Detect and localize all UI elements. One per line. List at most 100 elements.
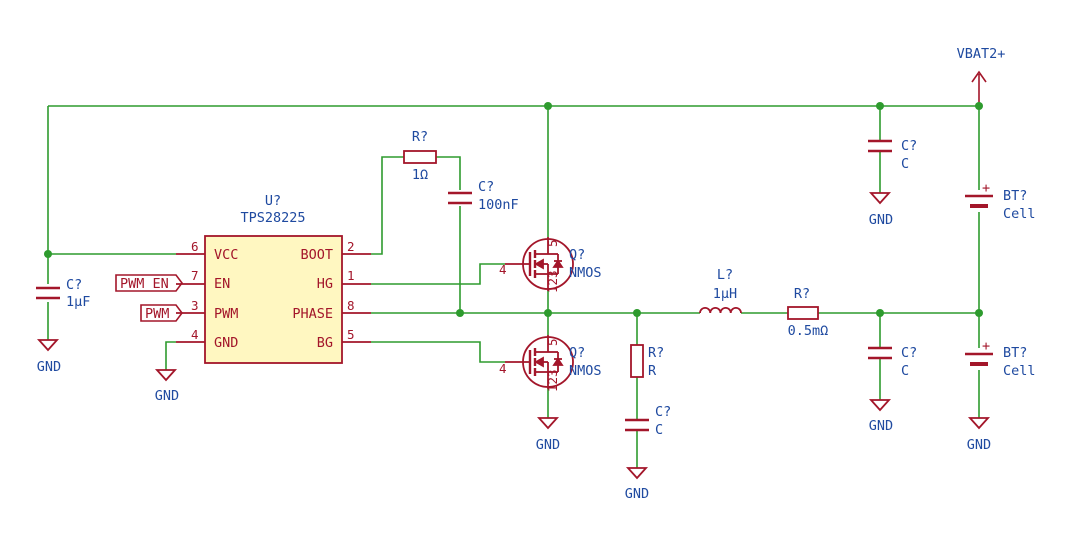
ic-tps28225: U? TPS28225 VCC EN PWM GND BOOT HG PHASE… bbox=[191, 193, 355, 364]
c-boot-ref: C? bbox=[478, 179, 494, 195]
junctions bbox=[44, 102, 983, 317]
ic-pin-num-3: 3 bbox=[191, 298, 199, 313]
c-vcc-value: 1µF bbox=[66, 294, 90, 310]
q-low-value: NMOS bbox=[569, 363, 602, 379]
cap-c-snub bbox=[625, 418, 649, 432]
ic-ref: U? bbox=[265, 193, 281, 209]
ic-pin-name-en: EN bbox=[214, 276, 230, 292]
q-low-source-pin: 123 bbox=[545, 369, 560, 392]
inductor-coil bbox=[699, 307, 742, 314]
c-snub-ref: C? bbox=[655, 404, 671, 420]
ic-pin-name-boot: BOOT bbox=[300, 247, 333, 263]
r-boot-ref: R? bbox=[412, 129, 428, 145]
gnd-label-bt: GND bbox=[967, 437, 991, 453]
bt-top-plus: + bbox=[982, 180, 990, 196]
gnd-label-ic: GND bbox=[155, 388, 179, 404]
inductor-ref: L? bbox=[717, 267, 733, 283]
c-snub-value: C bbox=[655, 422, 663, 438]
wire-6 bbox=[436, 156, 461, 190]
ic-pin-num-2: 2 bbox=[347, 239, 355, 254]
resistor-r-snub bbox=[630, 344, 644, 378]
c-top-value: C bbox=[901, 156, 909, 172]
label-pwm-en-text: PWM_EN bbox=[120, 276, 169, 292]
r-sense-ref: R? bbox=[794, 286, 810, 302]
wire-12 bbox=[371, 341, 505, 363]
nmos-q-low bbox=[505, 335, 574, 389]
q-high-drain-pin: 5 bbox=[545, 239, 560, 247]
gnd-symbol-cout bbox=[868, 399, 892, 412]
junction-dot-5 bbox=[544, 309, 552, 317]
wire-1 bbox=[47, 106, 176, 255]
bt-top-value: Cell bbox=[1003, 206, 1036, 222]
ic-pin-name-hg: HG bbox=[317, 276, 333, 292]
junction-dot-1 bbox=[876, 102, 884, 110]
c-top-ref: C? bbox=[901, 138, 917, 154]
wires bbox=[47, 105, 980, 468]
power-vbat2: VBAT2+ bbox=[957, 46, 1006, 106]
q-high-gate-pin: 4 bbox=[499, 262, 507, 277]
junction-dot-3 bbox=[44, 250, 52, 258]
ic-pin-num-4: 4 bbox=[191, 327, 199, 342]
label-pwm: PWM bbox=[140, 304, 183, 322]
resistor-r-sense bbox=[787, 306, 819, 320]
ic-pin-num-7: 7 bbox=[191, 268, 199, 283]
bt-top-ref: BT? bbox=[1003, 188, 1027, 204]
ic-body bbox=[204, 235, 343, 364]
r-boot-value: 1Ω bbox=[412, 167, 428, 183]
gnd-label-cvcc: GND bbox=[37, 359, 61, 375]
ic-pin-name-vcc: VCC bbox=[214, 247, 238, 263]
ic-pin-num-6: 6 bbox=[191, 239, 199, 254]
ic-pin-name-pwm: PWM bbox=[214, 306, 238, 322]
c-out-value: C bbox=[901, 363, 909, 379]
junction-dot-2 bbox=[975, 102, 983, 110]
gnd-symbol-qlow bbox=[536, 417, 560, 430]
ic-pin-name-gnd: GND bbox=[214, 335, 238, 351]
symbols bbox=[36, 139, 993, 480]
ic-pin-num-5: 5 bbox=[347, 327, 355, 342]
ic-pin-num-8: 8 bbox=[347, 298, 355, 313]
battery-bt-top bbox=[965, 194, 993, 208]
r-snub-value: R bbox=[648, 363, 657, 379]
bt-bot-value: Cell bbox=[1003, 363, 1036, 379]
gnd-symbol-snub bbox=[625, 467, 649, 480]
cap-c-top bbox=[868, 139, 892, 153]
battery-bt-bot bbox=[965, 352, 993, 366]
wire-8 bbox=[371, 263, 505, 285]
r-snub-ref: R? bbox=[648, 345, 664, 361]
gnd-label-ctop: GND bbox=[869, 212, 893, 228]
c-boot-value: 100nF bbox=[478, 197, 519, 213]
q-high-ref: Q? bbox=[569, 247, 585, 263]
vbat2-label: VBAT2+ bbox=[957, 46, 1006, 62]
junction-dot-7 bbox=[876, 309, 884, 317]
label-pwm-en: PWM_EN bbox=[115, 274, 183, 292]
label-pwm-text: PWM bbox=[145, 306, 169, 322]
gnd-label-cout: GND bbox=[869, 418, 893, 434]
junction-dot-8 bbox=[975, 309, 983, 317]
q-low-gate-pin: 4 bbox=[499, 361, 507, 376]
ic-pin-num-1: 1 bbox=[347, 268, 355, 283]
bt-bot-plus: + bbox=[982, 338, 990, 354]
ic-pin-name-bg: BG bbox=[317, 335, 333, 351]
junction-dot-0 bbox=[544, 102, 552, 110]
gnd-label-qlow: GND bbox=[536, 437, 560, 453]
ic-value: TPS28225 bbox=[240, 210, 305, 226]
ic-pin-name-phase: PHASE bbox=[292, 306, 333, 322]
nmos-q-high bbox=[505, 237, 574, 291]
gnd-symbol-cvcc bbox=[36, 339, 60, 352]
gnd-symbol-ctop bbox=[868, 192, 892, 205]
c-out-ref: C? bbox=[901, 345, 917, 361]
junction-dot-6 bbox=[633, 309, 641, 317]
cap-c-out bbox=[868, 346, 892, 360]
resistor-r-boot bbox=[403, 150, 437, 164]
wire-5 bbox=[371, 156, 404, 255]
gnd-symbol-bt bbox=[967, 417, 991, 430]
c-vcc-ref: C? bbox=[66, 277, 82, 293]
wire-4 bbox=[165, 341, 176, 370]
gnd-label-snub: GND bbox=[625, 486, 649, 502]
q-high-source-pin: 123 bbox=[545, 270, 560, 293]
r-sense-value: 0.5mΩ bbox=[788, 323, 829, 339]
junction-dot-4 bbox=[456, 309, 464, 317]
gnd-symbol-ic bbox=[154, 369, 178, 382]
bt-bot-ref: BT? bbox=[1003, 345, 1027, 361]
